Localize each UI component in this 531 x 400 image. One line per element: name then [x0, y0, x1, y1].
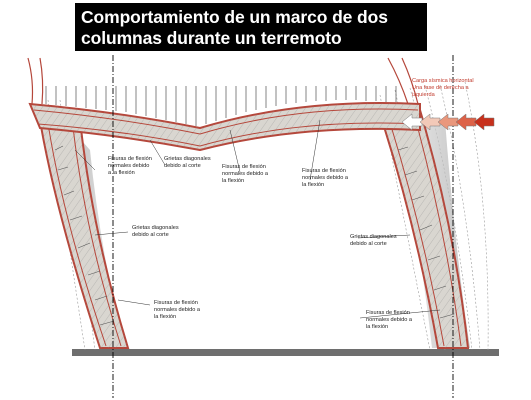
rebar-extensions: [27, 57, 419, 105]
title-line-1: Comportamiento de un marco de dos: [81, 7, 388, 27]
label-flex-beam-mid: Fisuras de flexión normales debido a la …: [222, 164, 270, 184]
label-flex-left-top: Fisuras de flexión normales debido a la …: [108, 156, 153, 176]
leader-lines: [74, 119, 441, 319]
gravity-load-arrows: [45, 86, 397, 126]
crack-marks: [54, 145, 455, 326]
seismic-arrow-4: [455, 113, 477, 131]
label-flex-left-base: Fisuras de flexión normales debido a la …: [154, 300, 202, 320]
ground-slab: [72, 349, 499, 356]
title-banner: Comportamiento de un marco de dos column…: [75, 3, 427, 51]
label-diag-top-left: Grietas diagonales debido al corte: [164, 156, 212, 169]
label-flex-beam-right: Fisuras de flexión normales debido a la …: [302, 168, 350, 188]
seismic-arrow-5: [473, 113, 495, 131]
title-line-2: columnas durante un terremoto: [81, 28, 342, 48]
label-flex-right-base: Fisuras de flexión normales debido a la …: [366, 310, 414, 330]
label-diag-left-col: Grietas diagonales debido al corte: [132, 225, 180, 238]
seismic-arrows: [401, 113, 495, 131]
label-seismic-load: Carga sísmica horizontal Una fase de der…: [412, 78, 475, 98]
label-diag-right-col: Grietas diagonales debido al corte: [350, 234, 398, 247]
